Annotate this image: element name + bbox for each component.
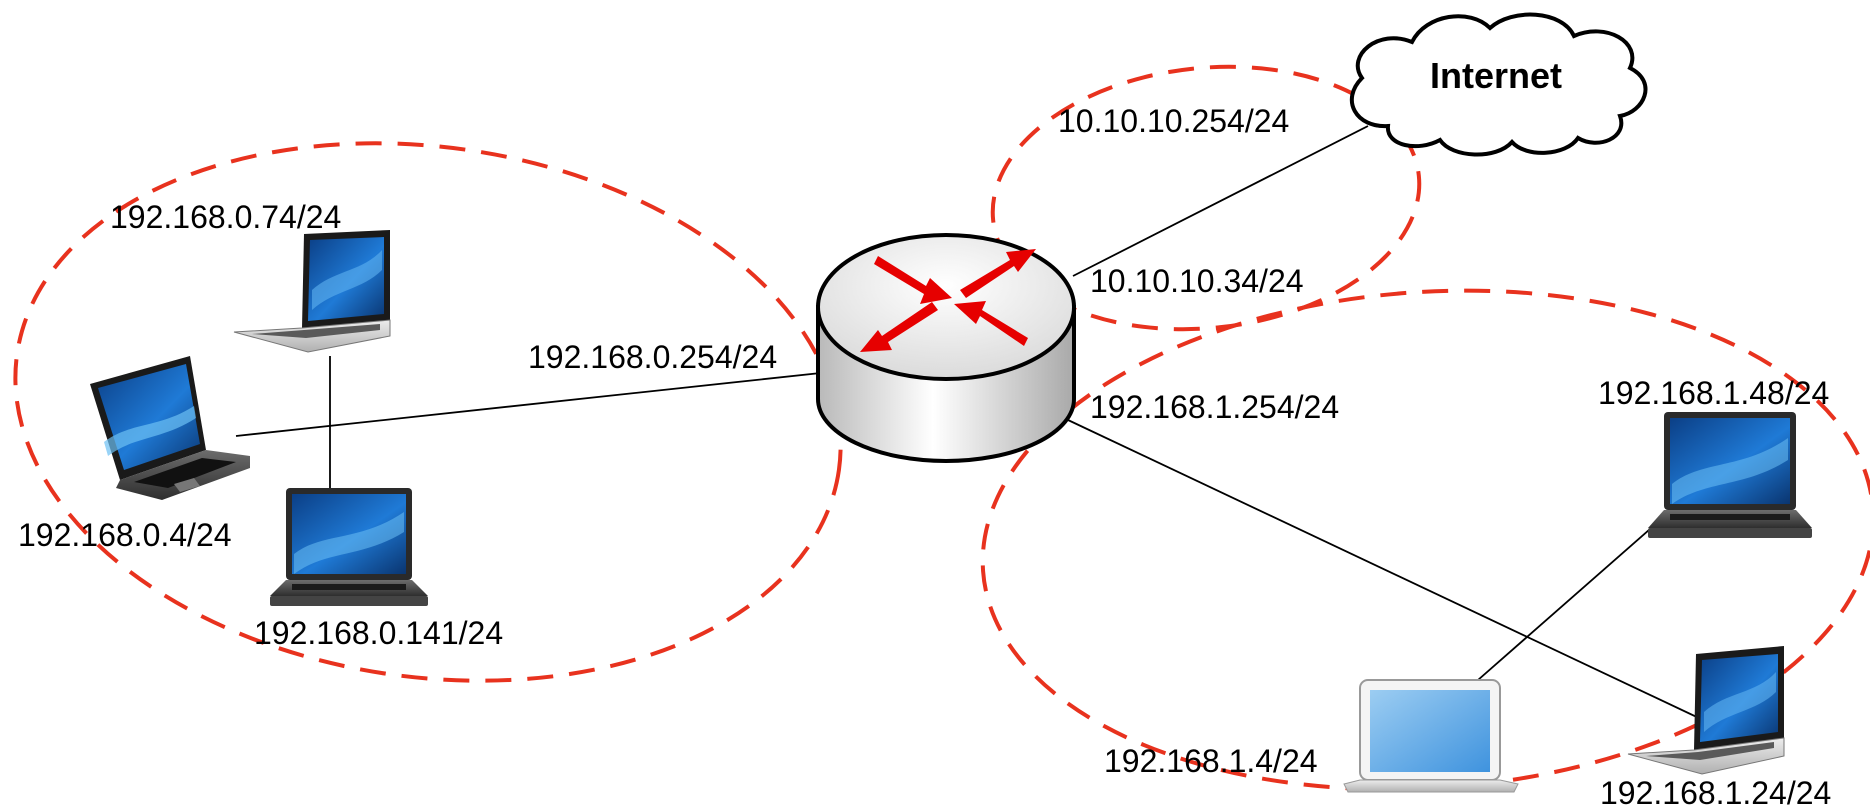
laptop-icon xyxy=(1648,412,1812,538)
host-ip-label: 192.168.1.48/24 xyxy=(1598,375,1829,411)
host-ip-label: 192.168.0.141/24 xyxy=(254,615,503,651)
laptop-icon xyxy=(90,356,250,500)
laptop-icon xyxy=(270,488,428,606)
link-laptop4-laptop48 xyxy=(1477,521,1659,681)
router-lan1-ip: 192.168.1.254/24 xyxy=(1090,389,1339,425)
internet-label: Internet xyxy=(1430,55,1562,96)
host-ip-label: 192.168.0.74/24 xyxy=(110,199,341,235)
laptop-192-168-0-74[interactable]: 192.168.0.74/24 xyxy=(110,199,391,353)
subnet-0-boundary xyxy=(13,141,843,683)
router-wan-ip: 10.10.10.34/24 xyxy=(1090,263,1304,299)
cloud-icon xyxy=(1349,12,1648,157)
wan-subnet-boundary xyxy=(990,64,1422,332)
host-ip-label: 192.168.1.24/24 xyxy=(1600,775,1831,807)
link-router-subnet0 xyxy=(235,371,831,437)
laptop-192-168-1-24[interactable]: 192.168.1.24/24 xyxy=(1600,646,1831,807)
laptop-192-168-1-4[interactable]: 192.168.1.4/24 xyxy=(1104,679,1519,793)
isp-gateway-ip: 10.10.10.254/24 xyxy=(1058,103,1289,139)
laptop-icon xyxy=(1343,679,1519,793)
laptop-192-168-0-4[interactable]: 192.168.0.4/24 xyxy=(18,356,250,553)
router[interactable] xyxy=(816,233,1076,463)
host-ip-label: 192.168.1.4/24 xyxy=(1104,743,1318,779)
laptop-192-168-0-141[interactable]: 192.168.0.141/24 xyxy=(254,488,503,651)
link-router-internet xyxy=(1072,125,1369,277)
router-icon xyxy=(816,233,1076,463)
laptop-icon xyxy=(233,230,391,353)
laptop-icon xyxy=(1627,646,1785,775)
router-lan0-ip: 192.168.0.254/24 xyxy=(528,339,777,375)
link-router-laptop24 xyxy=(1067,419,1721,729)
internet-cloud[interactable]: Internet xyxy=(1349,12,1648,157)
laptop-192-168-1-48[interactable]: 192.168.1.48/24 xyxy=(1598,375,1829,538)
host-ip-label: 192.168.0.4/24 xyxy=(18,517,232,553)
